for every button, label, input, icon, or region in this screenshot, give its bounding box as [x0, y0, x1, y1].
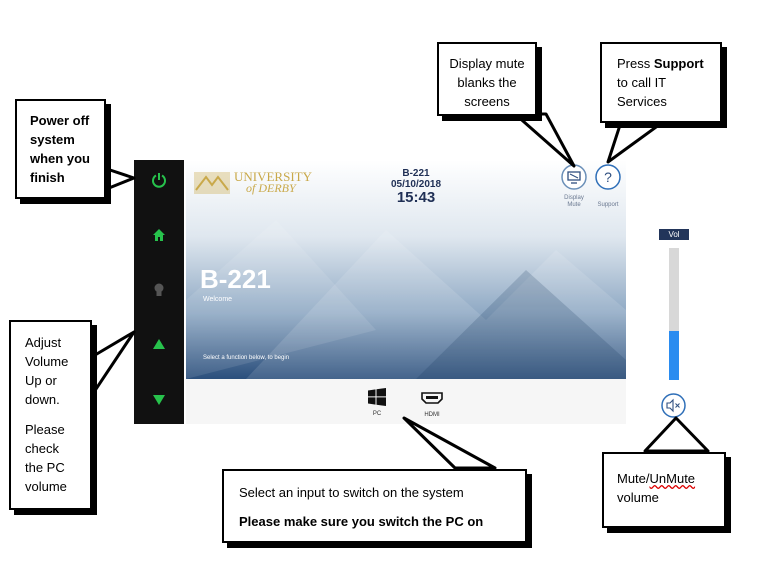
home-icon — [153, 229, 165, 241]
volume-up-button[interactable] — [134, 326, 184, 362]
room-info: B-221 05/10/2018 15:43 — [366, 168, 466, 205]
input-callout: Select an input to switch on the system … — [222, 469, 527, 543]
display-mute-callout: Display mute blanks the screens — [437, 42, 537, 116]
display-mute-label-1: Display — [564, 195, 584, 201]
support-callout-line-2: to call IT — [617, 75, 667, 90]
volume-callout: Adjust Volume Up or down. Please check t… — [9, 320, 92, 510]
input-callout-pointer — [402, 416, 497, 470]
volume-callout-line-7: the PC — [25, 460, 65, 475]
lights-button[interactable] — [134, 272, 184, 308]
volume-callout-line-2: Volume — [25, 354, 69, 369]
support-label: Support — [597, 202, 619, 208]
support-callout-prefix: Press — [617, 56, 654, 71]
display-mute-callout-line-3: screens — [464, 94, 510, 109]
help-icon: ? — [595, 164, 621, 190]
mute-callout-word-1: Mute/ — [617, 471, 650, 486]
background-pattern — [186, 220, 626, 379]
display-mute-button[interactable]: Display Mute — [558, 164, 590, 209]
logo-text-line1: UNIVERSITY — [234, 169, 312, 184]
source-pc-button[interactable]: PC — [364, 388, 390, 418]
mute-callout-word-2: UnMute — [649, 471, 696, 486]
support-button[interactable]: ? Support — [591, 164, 625, 209]
volume-down-button[interactable] — [134, 382, 184, 418]
volume-callout-line-1: Adjust — [25, 335, 62, 350]
input-callout-line-2: Please make sure you switch the PC on — [239, 514, 484, 529]
home-button[interactable] — [134, 217, 184, 253]
support-callout-line-3: Services — [617, 94, 667, 109]
display-mute-callout-line-1: Display mute — [449, 56, 525, 71]
display-mute-callout-pointer — [513, 112, 576, 168]
power-callout-line-4: finish — [30, 170, 65, 185]
volume-label: Vol — [659, 229, 689, 240]
support-callout-bold: Support — [653, 56, 704, 71]
volume-callout-line-4: down. — [25, 392, 60, 407]
room-code: B-221 — [402, 168, 430, 179]
source-bar: PC HDMI — [186, 379, 626, 424]
power-callout-line-3: when you — [30, 151, 90, 166]
display-mute-callout-line-2: blanks the — [457, 75, 517, 90]
mute-button[interactable] — [661, 393, 686, 423]
touch-panel-screen: UNIVERSITY of DERBY B-221 05/10/2018 15:… — [186, 160, 626, 379]
support-callout: Press Support to call IT Services — [600, 42, 722, 123]
logo-crest-icon — [194, 172, 230, 194]
volume-callout-pointer — [88, 330, 136, 400]
support-callout-line-1: Press Support — [617, 54, 720, 73]
power-callout-pointer — [102, 166, 136, 192]
volume-callout-line-8: volume — [25, 479, 67, 494]
svg-text:?: ? — [604, 169, 612, 185]
power-button[interactable] — [134, 162, 184, 198]
display-mute-icon — [561, 164, 587, 190]
display-mute-label-2: Mute — [567, 202, 581, 208]
logo-text-line2: of DERBY — [246, 181, 296, 195]
volume-callout-line-6: check — [25, 441, 59, 456]
room-title: B-221 — [200, 264, 271, 294]
source-pc-label: PC — [372, 411, 382, 417]
volume-slider-fill — [669, 331, 679, 380]
source-hdmi-button[interactable]: HDMI — [418, 391, 446, 419]
volume-callout-line-5: Please — [25, 422, 65, 437]
date-display: 05/10/2018 — [390, 179, 442, 190]
hdmi-icon — [421, 392, 443, 404]
bulb-icon — [154, 283, 164, 296]
sidebar — [134, 160, 184, 424]
mute-callout-line-1: Mute/UnMute — [617, 469, 724, 488]
time-display: 15:43 — [396, 189, 436, 206]
support-callout-pointer — [606, 120, 665, 164]
power-callout: Power off system when you finish — [15, 99, 106, 199]
hint-text: Select a function below, to begin — [203, 355, 290, 361]
volume-slider[interactable] — [669, 248, 679, 380]
speaker-mute-icon — [661, 393, 686, 418]
mute-callout-line-2: volume — [617, 490, 659, 505]
triangle-up-icon — [153, 339, 165, 349]
power-callout-line-1: Power off — [30, 113, 90, 128]
source-hdmi-label: HDMI — [424, 412, 440, 418]
welcome-text: Welcome — [203, 296, 233, 303]
windows-icon — [368, 388, 386, 406]
volume-callout-line-3: Up or — [25, 373, 57, 388]
triangle-down-icon — [153, 395, 165, 405]
power-callout-line-2: system — [30, 132, 75, 147]
input-callout-line-1: Select an input to switch on the system — [239, 485, 464, 500]
mute-callout: Mute/UnMute volume — [602, 452, 726, 528]
power-icon — [152, 173, 166, 188]
